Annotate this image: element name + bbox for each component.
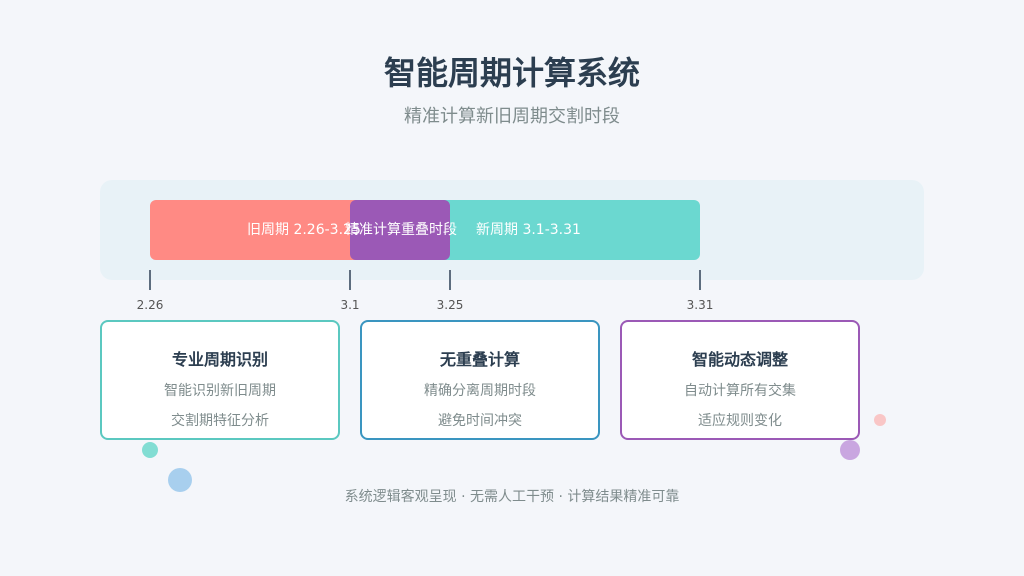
card-line: 适应规则变化 <box>698 413 782 429</box>
card-line: 交割期特征分析 <box>171 413 269 429</box>
tick-label: 3.25 <box>436 298 464 312</box>
decorative-dot <box>874 414 886 426</box>
old-period-label: 旧周期 2.26-3.25 <box>247 222 361 238</box>
card-title: 智能动态调整 <box>691 350 788 369</box>
feature-card-recognition: 专业周期识别 智能识别新旧周期 交割期特征分析 <box>100 320 340 440</box>
tick-label: 2.26 <box>136 298 164 312</box>
overlap-period-label: 精准计算重叠时段 <box>345 222 457 238</box>
card-line: 精确分离周期时段 <box>424 383 536 399</box>
card-line: 自动计算所有交集 <box>684 383 796 399</box>
footer-note: 系统逻辑客观呈现 · 无需人工干预 · 计算结果精准可靠 <box>344 489 680 505</box>
tick-mark <box>449 270 451 290</box>
tick-mark <box>349 270 351 290</box>
tick-label: 3.31 <box>686 298 714 312</box>
card-line: 智能识别新旧周期 <box>164 383 276 399</box>
card-title: 无重叠计算 <box>439 350 520 369</box>
page-title: 智能周期计算系统 <box>383 54 640 92</box>
new-period-bar <box>410 200 700 260</box>
card-line: 避免时间冲突 <box>438 413 522 429</box>
feature-card-no-overlap: 无重叠计算 精确分离周期时段 避免时间冲突 <box>360 320 600 440</box>
tick-mark <box>699 270 701 290</box>
feature-card-dynamic: 智能动态调整 自动计算所有交集 适应规则变化 <box>620 320 860 440</box>
card-title: 专业周期识别 <box>171 350 268 369</box>
decorative-dot <box>840 440 860 460</box>
decorative-dot <box>168 468 192 492</box>
decorative-dot <box>142 442 158 458</box>
tick-mark <box>149 270 151 290</box>
tick-label: 3.1 <box>340 298 360 312</box>
page-subtitle: 精准计算新旧周期交割时段 <box>404 106 620 127</box>
overlap-period-bar <box>350 200 450 260</box>
new-period-label: 新周期 3.1-3.31 <box>476 222 581 238</box>
